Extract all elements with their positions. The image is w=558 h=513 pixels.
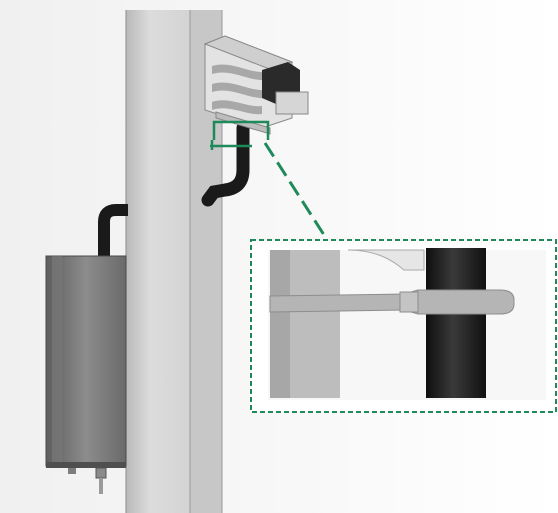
cable: [98, 121, 250, 258]
callout-leader-line: [263, 142, 328, 239]
zoom-callout: [250, 239, 557, 413]
inverter: [203, 35, 309, 135]
callout-cable: [426, 248, 486, 398]
detail-marker: [210, 120, 270, 150]
junction-box: [45, 255, 127, 494]
cable-clamp: [269, 289, 515, 315]
